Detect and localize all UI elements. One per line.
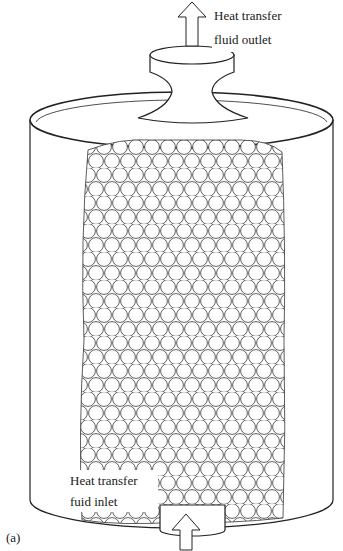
inlet-label: Heat transfer fuid inlet — [68, 470, 158, 512]
sphere-packing — [80, 140, 284, 524]
outlet-nozzle — [138, 46, 248, 123]
figure-tag: (a) — [4, 530, 38, 546]
outlet-arrow — [178, 2, 206, 46]
tank-shell — [30, 92, 333, 528]
outlet-label: Heat transfer fluid outlet — [212, 4, 308, 52]
inlet-arrow — [172, 514, 200, 550]
